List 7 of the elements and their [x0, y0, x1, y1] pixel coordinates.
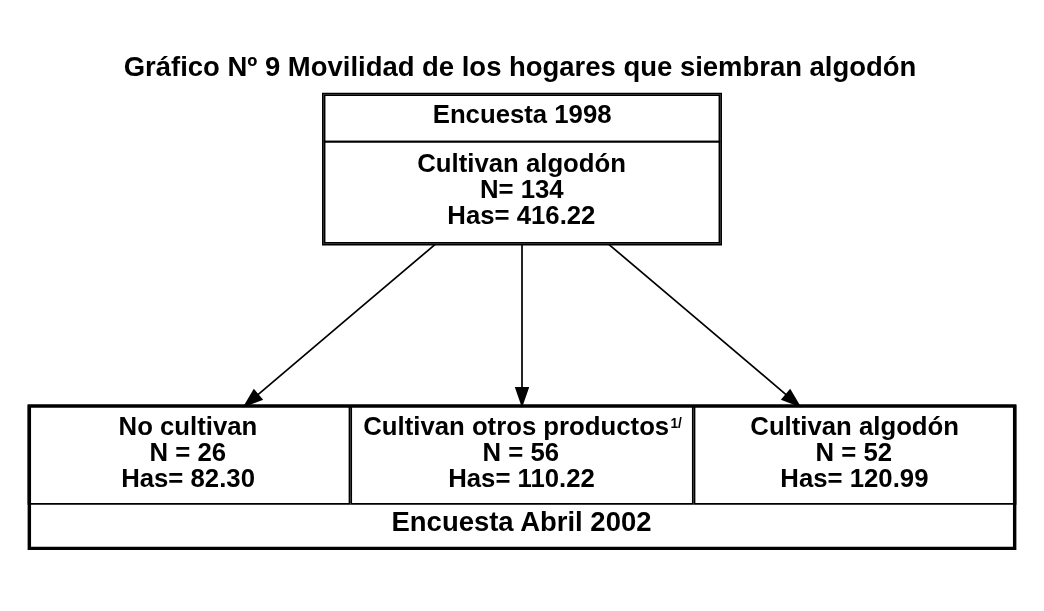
node-box: Cultivan otros productos$^{1/}$ N = 56 Has= 110.22: [350, 405, 694, 505]
arrow: [242, 243, 436, 408]
diagram-title: Gráfico Nº 9 Movilidad de los hogares que siembran algodón: [123, 50, 917, 82]
arrow: [514, 244, 530, 408]
node-box: Cultivan algodón N = 52 Has= 120.99: [693, 405, 1017, 505]
node-box: No cultivan N = 26 Has= 82.30: [27, 405, 351, 505]
arrow: [608, 243, 802, 408]
